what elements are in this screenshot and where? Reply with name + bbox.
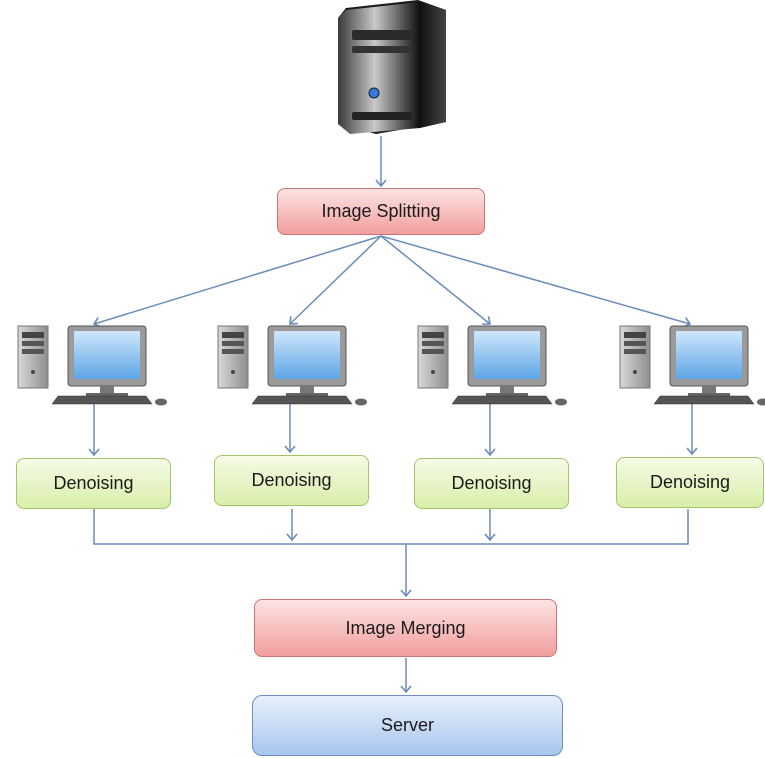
desktop-computer-icon	[619, 325, 765, 406]
arrow-split-to-worker-3	[380, 235, 491, 325]
denoising-label: Denoising	[251, 470, 332, 490]
denoising-label: Denoising	[53, 473, 134, 493]
image-splitting-label: Image Splitting	[321, 201, 441, 221]
denoising-label: Denoising	[649, 472, 731, 492]
server-box: Server	[252, 695, 563, 756]
image-splitting-box: Image Splitting	[277, 188, 485, 235]
image-merging-box: Image Merging	[254, 599, 557, 657]
server-tower-icon	[338, 0, 446, 134]
denoising-box-1: Denoising	[16, 458, 171, 509]
connectors	[88, 136, 698, 694]
arrow-split-to-worker-1	[92, 235, 382, 328]
desktop-computer-icon	[17, 325, 168, 406]
denoising-box-2: Denoising	[214, 455, 369, 506]
desktop-computer-icon	[417, 325, 568, 406]
denoising-box-4: Denoising	[616, 457, 764, 508]
denoising-box-3: Denoising	[414, 458, 569, 509]
denoising-label: Denoising	[451, 473, 532, 493]
image-merging-label: Image Merging	[345, 617, 466, 638]
desktop-computer-icon	[217, 325, 368, 406]
arrow-split-to-worker-2	[289, 235, 382, 325]
server-label: Server	[380, 715, 434, 735]
arrow-split-to-worker-4	[380, 235, 692, 328]
merge-bus	[93, 509, 689, 545]
